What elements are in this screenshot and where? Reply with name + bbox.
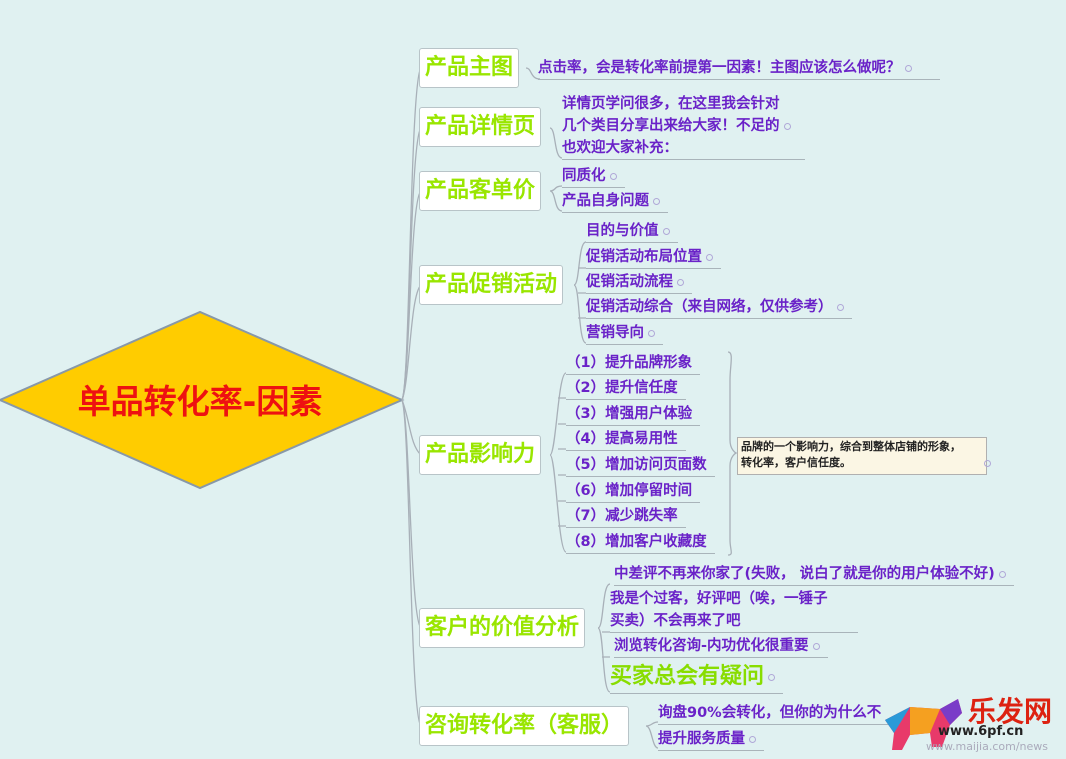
list-item[interactable]: 同质化 [562,165,625,188]
expand-icon[interactable] [706,253,713,261]
leaf-text: 促销活动流程 [586,274,673,290]
leaf-text: 提升服务质量 [658,731,745,747]
list-item[interactable]: 买家总会有疑问 [610,661,784,694]
branch-product-influence[interactable]: 产品影响力 [419,435,542,475]
expand-icon[interactable] [904,64,912,72]
list-item[interactable]: 详情页学问很多，在这里我会针对 几个类目分享出来给大家！不足的 也欢迎大家补充： [562,93,805,160]
list-item[interactable]: 中差评不再来你家了(失败， 说白了就是你的用户体验不好) [614,563,1014,586]
leaf-text: 点击率，会是转化率前提第一因素！主图应该怎么做呢？ [538,60,901,76]
leaf-text: （5）增加访问页面数 [566,457,707,473]
summary-note[interactable]: 品牌的一个影响力，综合到整体店铺的形象， 转化率，客户信任度。 [737,437,987,475]
leaf-text: （8）增加客户收藏度 [566,534,707,550]
bull-logo-icon [885,699,962,750]
watermark-url-secondary: www.maijia.com/news [926,740,1049,753]
list-item[interactable]: （6）增加停留时间 [566,480,701,503]
leaf-line: 买卖）不会再来了吧 [610,613,741,629]
expand-icon[interactable] [984,460,991,467]
list-item[interactable]: （5）增加访问页面数 [566,454,715,477]
leaf-line: 我是个过客，好评吧（唉，一锤子 [610,591,828,607]
expand-icon[interactable] [812,642,820,650]
leaf-text: 买家总会有疑问 [610,664,765,689]
watermark-logo: 乐发网 www.6pf.cn www.maijia.com/news [880,690,1066,759]
leaf-text: 浏览转化咨询-内功优化很重要 [614,638,809,654]
leaf-line: 也欢迎大家补充： [562,140,678,156]
expand-icon[interactable] [998,570,1006,578]
leaf-text: 中差评不再来你家了(失败， 说白了就是你的用户体验不好) [614,566,995,582]
list-item[interactable]: （3）增强用户体验 [566,403,701,426]
expand-icon[interactable] [836,303,844,311]
leaf-text: 促销活动布局位置 [586,249,702,265]
leaf-text: （2）提升信任度 [566,380,678,396]
list-item[interactable]: 营销导向 [586,322,663,345]
leaf-text: （1）提升品牌形象 [566,355,693,371]
watermark-title: 乐发网 [968,695,1053,728]
list-item[interactable]: 浏览转化咨询-内功优化很重要 [614,635,828,658]
expand-icon[interactable] [648,329,655,337]
list-item[interactable]: （1）提升品牌形象 [566,352,701,375]
leaf-text: 目的与价值 [586,223,659,239]
leaf-text: （7）减少跳失率 [566,508,678,524]
leaf-text: 几个类目分享出来给大家！不足的 [562,118,780,134]
expand-icon[interactable] [768,673,776,681]
leaf-text: 促销活动综合（来自网络，仅供参考） [586,299,833,315]
list-item[interactable]: 促销活动布局位置 [586,246,721,269]
branch-product-unit-price[interactable]: 产品客单价 [419,171,542,211]
branch-customer-value[interactable]: 客户的价值分析 [419,608,586,648]
leaf-line: 详情页学问很多，在这里我会针对 [562,96,780,112]
list-item[interactable]: （4）提高易用性 [566,428,686,451]
leaf-text: 询盘90%会转化，但你的为什么不 [658,705,882,721]
leaf-text: 营销导向 [586,325,644,341]
branch-product-promotion[interactable]: 产品促销活动 [419,265,564,305]
list-item[interactable]: 点击率，会是转化率前提第一因素！主图应该怎么做呢？ [538,57,940,80]
list-item[interactable]: 询盘90%会转化，但你的为什么不 [658,702,890,725]
list-item[interactable]: 促销活动流程 [586,271,692,294]
leaf-text: 产品自身问题 [562,193,649,209]
watermark-url: www.6pf.cn [938,724,1024,739]
list-item[interactable]: 我是个过客，好评吧（唉，一锤子 买卖）不会再来了吧 [610,588,858,633]
list-item[interactable]: 促销活动综合（来自网络，仅供参考） [586,296,852,319]
expand-icon[interactable] [783,122,791,130]
leaf-text: （4）提高易用性 [566,431,678,447]
expand-icon[interactable] [749,735,756,743]
leaf-text: 同质化 [562,168,606,184]
list-item[interactable]: 提升服务质量 [658,728,764,751]
list-item[interactable]: 目的与价值 [586,220,678,243]
leaf-text: （6）增加停留时间 [566,483,693,499]
expand-icon[interactable] [609,172,617,180]
list-item[interactable]: （7）减少跳失率 [566,505,686,528]
expand-icon[interactable] [662,227,670,235]
list-item[interactable]: （2）提升信任度 [566,377,686,400]
expand-icon[interactable] [653,197,660,205]
branch-product-main-image[interactable]: 产品主图 [419,48,520,88]
list-item[interactable]: 产品自身问题 [562,190,668,213]
list-item[interactable]: （8）增加客户收藏度 [566,531,715,554]
leaf-text: （3）增强用户体验 [566,406,693,422]
expand-icon[interactable] [677,278,684,286]
leaf-line: 几个类目分享出来给大家！不足的 [562,115,797,137]
branch-consult-conversion[interactable]: 咨询转化率（客服） [419,706,630,746]
note-line: 转化率，客户信任度。 [741,456,851,469]
note-line: 品牌的一个影响力，综合到整体店铺的形象， [741,440,961,453]
branch-product-detail-page[interactable]: 产品详情页 [419,107,542,147]
central-topic[interactable]: 单品转化率-因素 [77,382,323,421]
